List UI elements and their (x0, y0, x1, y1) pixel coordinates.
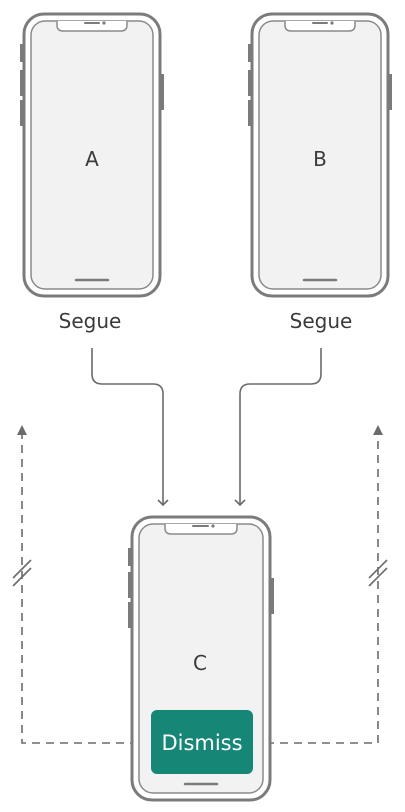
segue-b-arrow (234, 348, 322, 507)
break-mark-right (368, 559, 388, 587)
dismiss-button[interactable]: Dismiss (151, 710, 253, 774)
segue-a-label: Segue (59, 309, 122, 333)
phone-b: B (248, 12, 392, 298)
phone-b-label: B (313, 147, 327, 171)
segue-a-arrow (91, 348, 169, 507)
phone-c-label: C (193, 651, 207, 675)
segue-b-label: Segue (290, 309, 353, 333)
dismiss-button-label: Dismiss (161, 731, 242, 755)
phone-a: A (20, 12, 164, 298)
dismiss-path-right (252, 425, 383, 744)
break-mark-left (12, 559, 32, 587)
dismiss-path-left (17, 425, 152, 744)
phone-a-label: A (85, 147, 99, 171)
